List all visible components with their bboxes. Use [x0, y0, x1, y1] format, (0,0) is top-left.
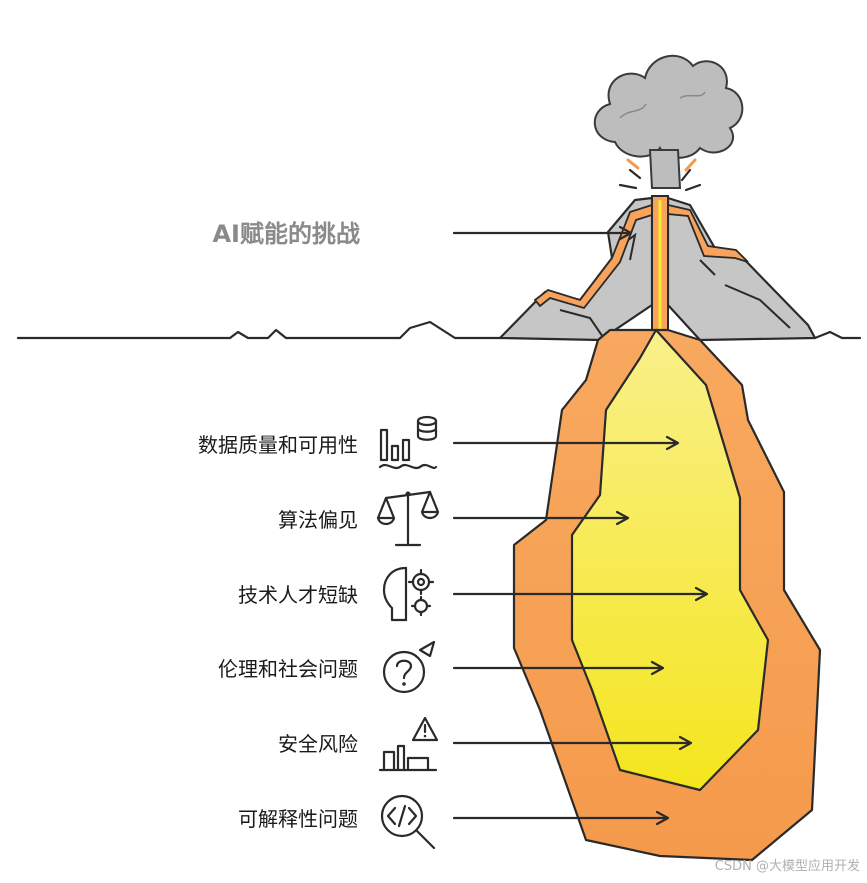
challenge-arrow	[452, 660, 665, 676]
challenge-item: 伦理和社会问题	[218, 640, 665, 694]
watermark: CSDN @大模型应用开发	[715, 858, 860, 874]
code-magnifier-icon	[380, 794, 436, 850]
challenge-arrow	[452, 735, 693, 751]
challenge-label: 安全风险	[278, 732, 358, 756]
challenge-arrow	[452, 435, 680, 451]
challenge-item: 可解释性问题	[238, 794, 670, 850]
ground-line	[16, 320, 862, 340]
challenge-arrow	[452, 510, 630, 526]
balance-scale-icon	[376, 490, 440, 547]
warning-factory-icon	[378, 716, 439, 772]
lava-sparks-icon	[618, 158, 702, 192]
challenge-item: 数据质量和可用性	[198, 415, 680, 470]
title-arrow	[452, 225, 633, 241]
challenge-label: 可解释性问题	[238, 807, 358, 831]
challenge-label: 算法偏见	[278, 508, 358, 532]
challenge-label: 技术人才短缺	[238, 583, 358, 607]
challenge-label: 数据质量和可用性	[198, 433, 358, 457]
challenge-arrow	[452, 810, 670, 826]
question-circle-icon	[382, 640, 436, 694]
challenge-item: 安全风险	[278, 716, 693, 772]
diagram-title: AI赋能的挑战	[212, 220, 360, 248]
data-bars-database-icon	[378, 415, 438, 470]
volcano-mountain	[498, 195, 817, 342]
challenge-item: 技术人才短缺	[238, 566, 709, 622]
smoke-cloud-icon	[593, 55, 744, 189]
challenge-arrow	[452, 586, 709, 602]
head-gears-icon	[382, 566, 435, 622]
challenge-label: 伦理和社会问题	[218, 657, 358, 681]
challenge-item: 算法偏见	[278, 490, 630, 547]
